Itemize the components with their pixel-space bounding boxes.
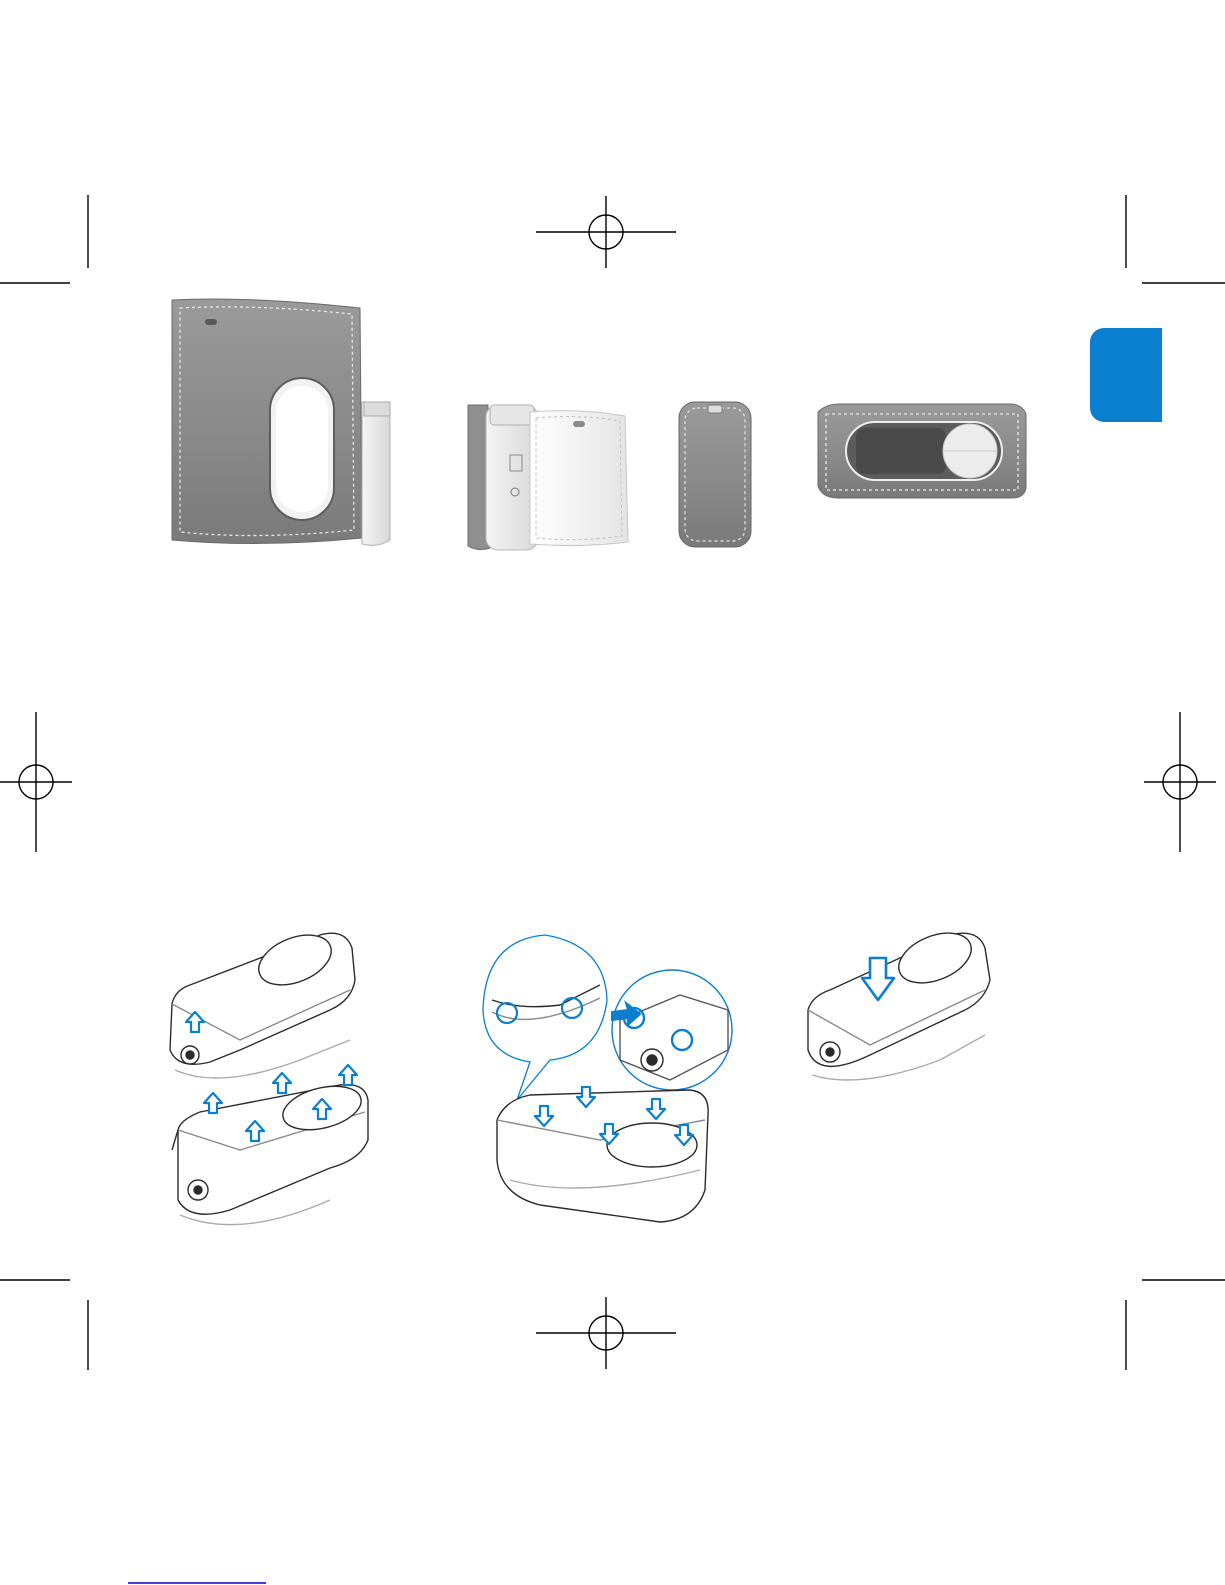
photo-case-closed-back bbox=[679, 402, 751, 547]
registration-mark-icon bbox=[1144, 712, 1216, 852]
arrow-up-icon bbox=[273, 1073, 291, 1093]
illustration-step-3 bbox=[808, 923, 990, 1080]
photo-case-back-open bbox=[468, 405, 628, 550]
photo-case-closed-front bbox=[818, 404, 1026, 498]
photo-case-open-window bbox=[172, 299, 390, 545]
registration-mark-icon bbox=[536, 1297, 676, 1369]
illustration-step-2 bbox=[483, 935, 732, 1222]
registration-mark-icon bbox=[0, 712, 72, 852]
registration-mark-icon bbox=[536, 196, 676, 268]
arrow-up-icon bbox=[339, 1065, 357, 1085]
